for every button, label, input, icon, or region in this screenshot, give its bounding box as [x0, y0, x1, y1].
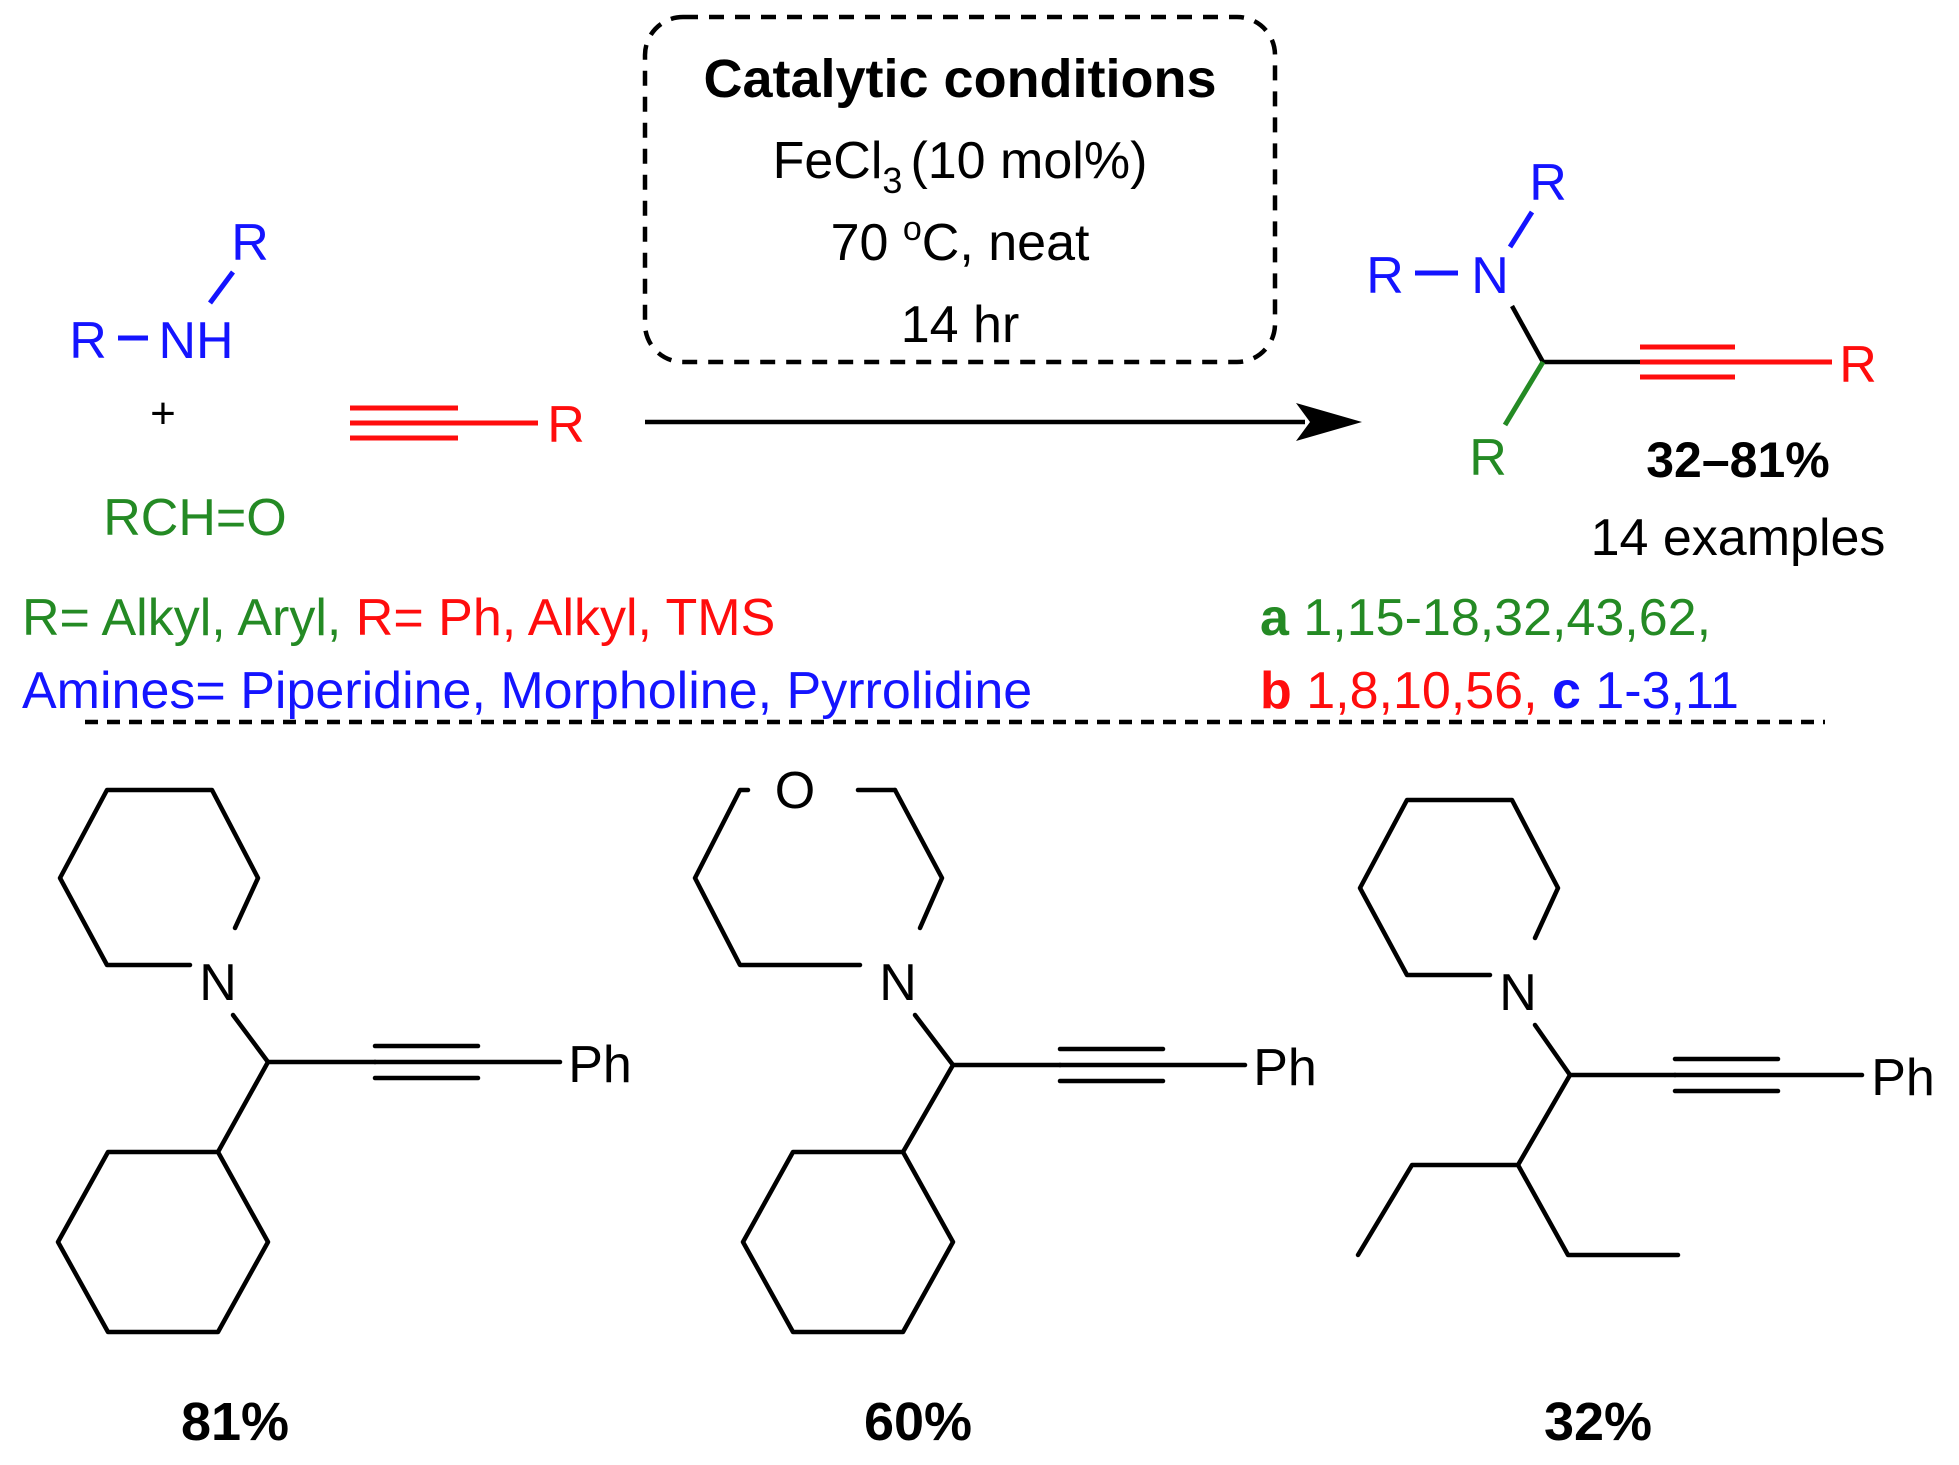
product-r-top: R [1529, 154, 1567, 212]
example-1-bond-n-c [230, 1012, 271, 1065]
example-2-n: N [879, 954, 917, 1012]
example-3-piperidine-ring [1357, 797, 1561, 978]
legend-substituents: R= Alkyl, Aryl, R= Ph, Alkyl, TMS [22, 589, 775, 647]
amine-bond-top [207, 270, 236, 305]
temperature-rest: C, neat [922, 214, 1090, 272]
example-1-structure: N Ph [55, 787, 632, 1335]
example-2-structure: O N Ph [692, 762, 1317, 1335]
alkyne-r: R [547, 396, 585, 454]
amine-r-left: R [69, 312, 107, 370]
example-2-bond-n-c [912, 1012, 956, 1068]
example-3-ethyl-right [1515, 1162, 1681, 1258]
example-2-ring-bond-2 [692, 787, 863, 968]
example-3-structure: N Ph [1355, 797, 1935, 1258]
amine-r-top: R [231, 214, 269, 272]
product-structure: R R N R R [1366, 154, 1877, 487]
arrow-head [1296, 403, 1362, 441]
product-bond-c-rbottom [1502, 360, 1546, 427]
example-2-cyclohexyl-ring [740, 1149, 956, 1335]
product-n: N [1471, 247, 1509, 305]
example-2-ring-bond-3 [892, 787, 945, 931]
product-bond-n-rtop [1507, 210, 1535, 249]
product-r-left: R [1366, 247, 1404, 305]
example-3-ph: Ph [1871, 1049, 1935, 1107]
plus-sign: + [150, 389, 176, 438]
refs-b-label: b [1260, 662, 1292, 720]
amine-nh: NH [158, 312, 233, 370]
example-3-ethyl-left [1355, 1072, 1573, 1258]
example-3-yield: 32% [1544, 1392, 1652, 1452]
example-2-o: O [775, 762, 815, 820]
conditions-border [642, 14, 1278, 365]
product-r-alkyne: R [1839, 336, 1877, 394]
example-3-bond-n-c [1532, 1022, 1573, 1078]
catalyst-loading: (10 mol%) [910, 132, 1147, 190]
aldehyde-reactant: RCH=O [103, 489, 286, 547]
legend-r-alkyne: R= Ph, Alkyl, TMS [356, 589, 776, 647]
example-2-yield: 60% [864, 1392, 972, 1452]
example-1-bond-c-cy [215, 1059, 271, 1155]
catalyst-subscript: 3 [882, 160, 902, 201]
example-1-yield: 81% [181, 1392, 289, 1452]
refs-b-text: 1,8,10,56, [1292, 662, 1552, 720]
catalyst-formula: FeCl [773, 132, 883, 190]
example-2-bond-c-cy [900, 1062, 956, 1155]
conditions-temperature: 70 oC, neat [831, 210, 1090, 272]
alkyne-reactant: R [350, 396, 585, 454]
legend-refs-a: a 1,15-18,32,43,62, [1260, 589, 1711, 647]
conditions-title: Catalytic conditions [703, 49, 1216, 109]
reaction-arrow [645, 403, 1362, 441]
example-3-n: N [1499, 964, 1537, 1022]
refs-c-text: 1-3,11 [1581, 662, 1739, 720]
example-1-ph: Ph [568, 1036, 632, 1094]
refs-a-label: a [1260, 589, 1290, 647]
product-bond-n-c [1510, 304, 1545, 364]
legend-r-aldehyde: R= Alkyl, Aryl, [22, 589, 356, 647]
conditions-time: 14 hr [901, 296, 1020, 354]
legend-amines: Amines= Piperidine, Morpholine, Pyrrolid… [22, 662, 1032, 720]
example-1-n: N [199, 954, 237, 1012]
example-1-piperidine-ring [57, 787, 261, 968]
conditions-catalyst: FeCl3(10 mol%) [773, 132, 1148, 201]
refs-a-text: 1,15-18,32,43,62, [1289, 589, 1711, 647]
temperature-value: 70 [831, 214, 903, 272]
product-examples: 14 examples [1591, 509, 1886, 567]
amine-reactant: R R NH [69, 214, 269, 370]
legend-refs-bc: b 1,8,10,56, c 1-3,11 [1260, 662, 1739, 720]
conditions-box: Catalytic conditions FeCl3(10 mol%) 70 o… [642, 14, 1278, 365]
product-yield-range: 32–81% [1646, 432, 1830, 488]
refs-c-label: c [1552, 662, 1581, 720]
product-r-bottom: R [1469, 429, 1507, 487]
example-1-cyclohexyl-ring [55, 1149, 271, 1335]
example-2-ph: Ph [1253, 1039, 1317, 1097]
degree-symbol: o [903, 210, 922, 248]
